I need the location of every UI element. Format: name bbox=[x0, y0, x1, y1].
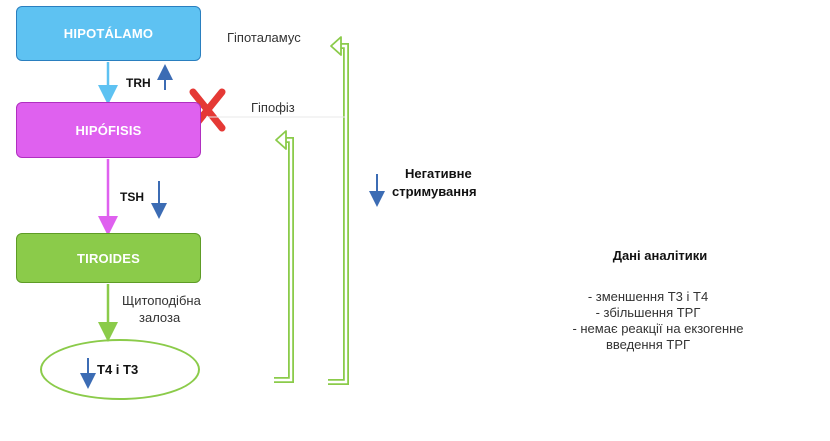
hypothalamus-ua-label: Гіпоталамус bbox=[227, 30, 301, 45]
analytics-item-4: введення ТРГ bbox=[605, 337, 691, 352]
feedback-bracket-hypothalamus bbox=[328, 43, 349, 385]
feedback-label-line2: стримування bbox=[392, 184, 477, 199]
tsh-label: TSH bbox=[120, 190, 144, 204]
feedback-bracket-pituitary-head bbox=[275, 130, 287, 150]
hypothalamus-label: HIPOTÁLAMO bbox=[63, 26, 154, 41]
pituitary-box: HIPÓFISIS bbox=[16, 102, 201, 158]
hypothalamus-box: HIPOTÁLAMO bbox=[16, 6, 201, 61]
thyroid-ua-label-line1: Щитоподібна bbox=[122, 293, 201, 308]
pituitary-label: HIPÓFISIS bbox=[75, 122, 142, 138]
t4-t3-ellipse bbox=[40, 339, 200, 400]
feedback-label-line1: Негативне bbox=[405, 166, 472, 181]
analytics-item-2: - збільшення ТРГ bbox=[595, 305, 701, 320]
thyroid-ua-label-line2: залоза bbox=[139, 310, 181, 325]
feedback-bracket-pituitary bbox=[274, 137, 294, 383]
pituitary-ua-label: Гіпофіз bbox=[251, 100, 295, 115]
analytics-item-3: - немає реакції на екзогенне bbox=[572, 321, 744, 336]
analytics-item-1: - зменшення Т3 і Т4 bbox=[587, 289, 709, 304]
t4-t3-label: T4 і Т3 bbox=[97, 362, 139, 377]
thyroid-box: TIROIDES bbox=[16, 233, 201, 283]
analytics-title: Дані аналітики bbox=[612, 248, 708, 263]
feedback-bracket-hypothalamus-head bbox=[330, 36, 342, 56]
thyroid-label: TIROIDES bbox=[77, 250, 140, 266]
trh-label: TRH bbox=[126, 76, 151, 90]
